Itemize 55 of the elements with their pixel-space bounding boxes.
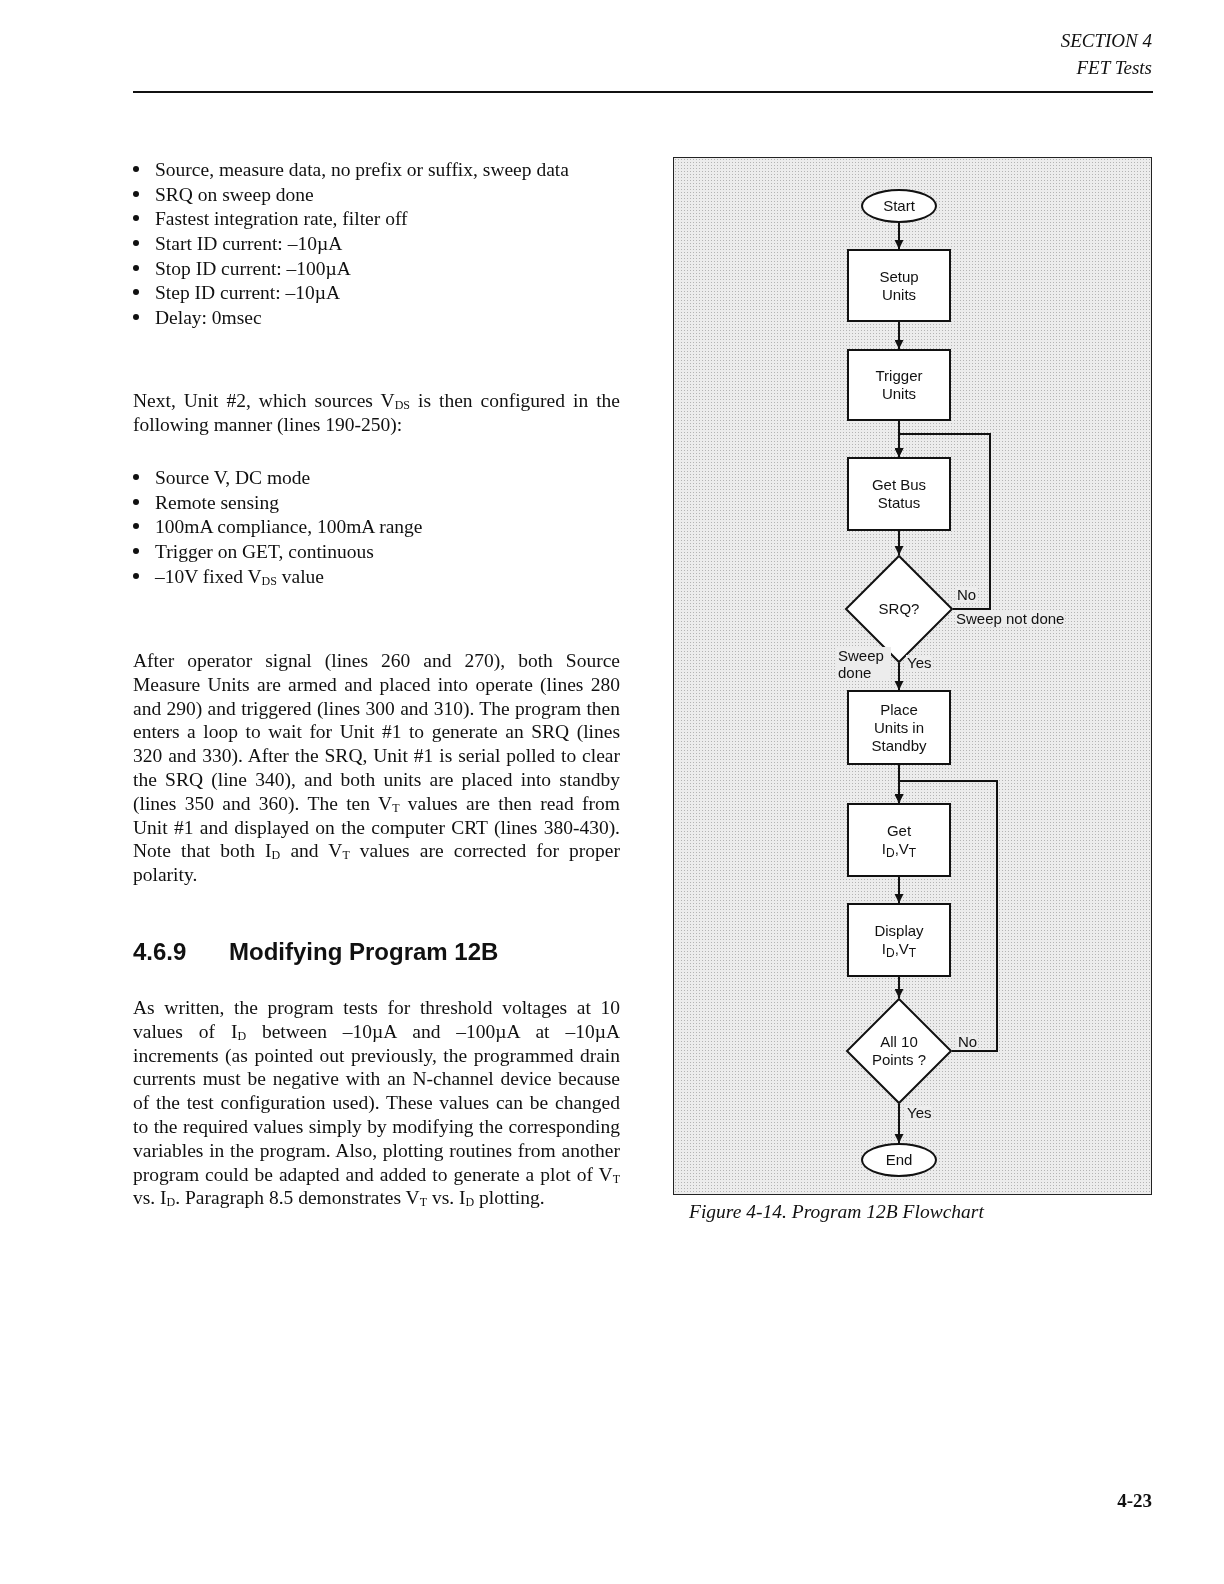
flow-arrow [894,876,904,904]
node-text: Start [882,197,916,215]
bullet-text: –10V fixed V$_{DS}$ value [155,565,324,589]
process-box [847,457,951,531]
page-number: 4-23 [1117,1490,1152,1512]
terminal-ellipse [861,189,937,223]
figure-caption: Figure 4-14. Program 12B Flowchart [689,1200,984,1224]
bullet-text: Trigger on GET, continuous [155,540,374,564]
bullet-text: Source, measure data, no prefix or suffix, sweep data [155,158,569,182]
terminal-ellipse [861,1143,937,1177]
section-heading: Modifying Program 12B [229,938,499,966]
branch-note: Sweep not done [955,610,1066,627]
bullet-text: Source V, DC mode [155,466,311,490]
node-text: All 10 Points ? [870,1033,928,1069]
process-box [847,249,951,322]
branch-note: Sweep done [837,647,891,681]
node-text: Setup Units [878,267,920,304]
section-header: SECTION 4 [1060,30,1152,52]
process-box [847,690,951,765]
node-text: Place Units in Standby [870,700,928,755]
node-text: Get I$_{D}$,V$_{T}$ [880,822,918,858]
bullet-text: 100mA compliance, 100mA range [155,515,423,539]
bullet-text: Fastest integration rate, filter off [155,207,408,231]
process-box [847,349,951,421]
process-box [847,803,951,877]
edge-label: No [956,587,978,603]
bullet-text: SRQ on sweep done [155,183,314,207]
node-text: End [884,1151,914,1169]
bullet-text: Start ID current: –10µA [155,232,343,256]
body-paragraph: After operator signal (lines 260 and 270), both Source Measure Units are armed and placed into operate (lines 280 and 290) and triggered (lines 300 and 310). The program then enters a loop to wait for Unit #1 to generate an SRQ (lines 320 and 330). After the SRQ, Unit #1 is serial polled to clear the SRQ (line 340), and both units are placed into standby (lines 350 and 360). The ten V$_{T}$ values are then read from Unit #1 and displayed on the computer CRT (lines 380-430). Note that both I$_{D}$ and V$_{T}$ values are corrected for proper polarity. [133,649,620,887]
bullet-text: Delay: 0msec [155,306,262,330]
bullet-text: Step ID current: –10µA [155,281,341,305]
body-paragraph: Next, Unit #2, which sources V$_{DS}$ is then configured in the following manner (lines 190-250): [133,389,620,437]
flow-arrow [894,780,998,1052]
node-text: Get Bus Status [870,476,928,512]
flow-arrow [894,433,991,610]
node-text: Trigger Units [874,367,924,403]
node-text: Display I$_{D}$,V$_{T}$ [873,922,925,958]
decision-diamond [846,998,952,1104]
edge-label: Yes [906,1105,933,1121]
section-header: FET Tests [1076,57,1152,79]
bullet-text: Stop ID current: –100µA [155,257,351,281]
flow-arrow [894,222,904,250]
bullet-text: Remote sensing [155,491,280,515]
flow-arrow [894,530,904,556]
edge-label: Yes [906,655,933,671]
flow-arrow [894,321,904,350]
edge-label: No [957,1034,979,1050]
flow-arrow [894,1103,904,1144]
flow-arrow [894,976,904,999]
body-paragraph: As written, the program tests for threshold voltages at 10 values of I$_{D}$ between –10µA and –100µA at –10µA increments (as pointed out previously, the programmed drain currents must be negative with an N-channel device because of the test configuration used). These values can be changed to the required values simply by modifying the corresponding variables in the program. Also, plotting routines from another program could be adapted and added to generate a plot of V$_{T}$ vs. I$_{D}$. Paragraph 8.5 demonstrates V$_{T}$ vs. I$_{D}$ plotting. [133,996,620,1211]
process-box [847,903,951,977]
section-heading: 4.6.9 [133,938,187,966]
flow-arrow [894,662,904,691]
node-text: SRQ? [877,600,921,618]
